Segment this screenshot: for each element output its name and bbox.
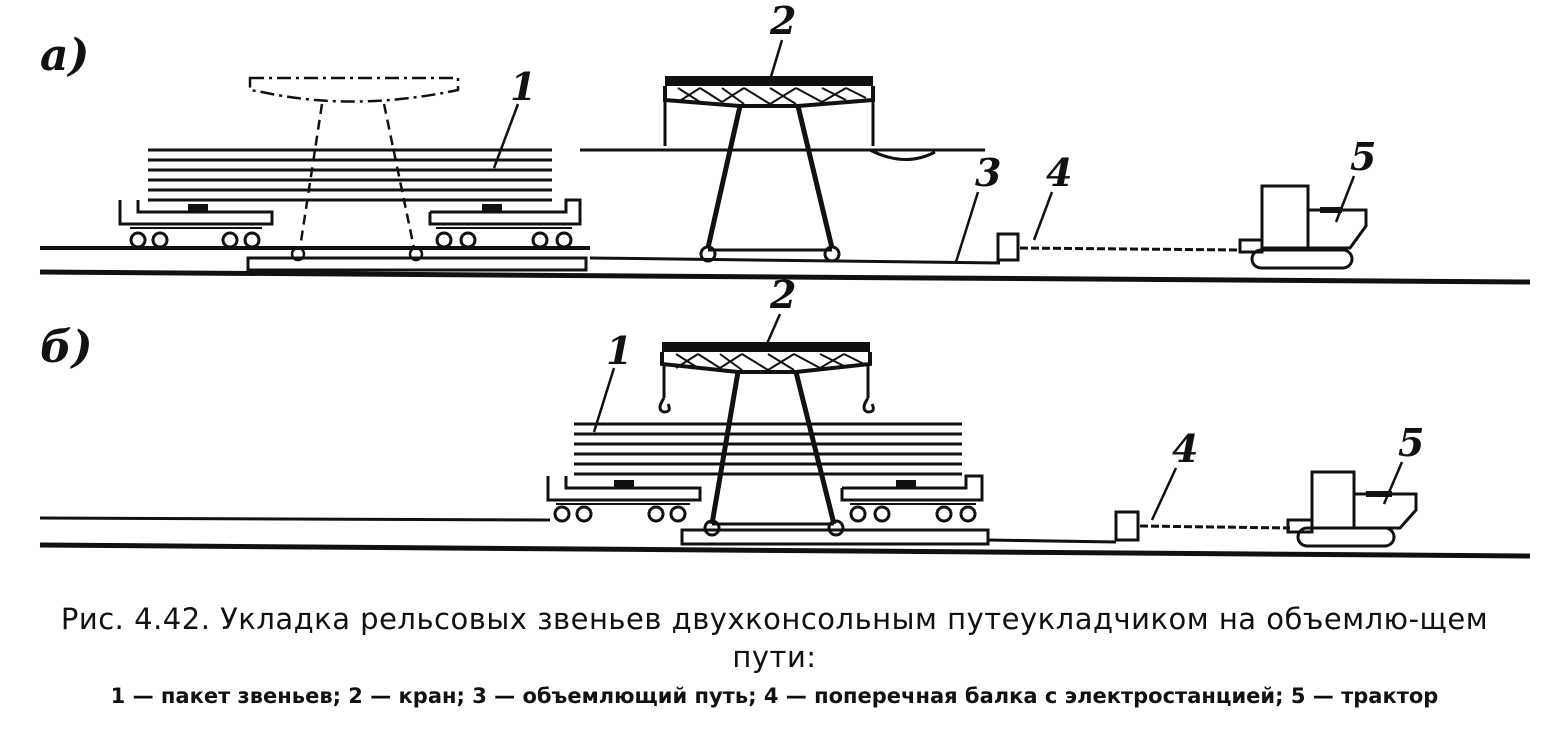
panel-a-cross-beam-power-station — [996, 232, 1241, 262]
callout-2: 2 — [769, 0, 796, 43]
panel-a-tractor — [1238, 184, 1368, 270]
panel-a-label: а) — [40, 30, 89, 81]
callout-5: 5 — [1398, 420, 1424, 465]
panel-b-cross-beam-power-station — [1114, 510, 1291, 542]
panel-a: а) — [39, 0, 1531, 285]
panel-a-right-flat-car — [428, 198, 582, 249]
panel-b-track-base — [680, 522, 1117, 546]
panel-a-callouts: 1 2 3 4 5 — [492, 0, 1376, 263]
callout-3: 3 — [975, 150, 1001, 195]
panel-b-rail-link-package — [574, 422, 962, 476]
panel-b-right-flat-car — [840, 474, 984, 523]
caption-title: Рис. 4.42. Укладка рельсовых звеньев дву… — [60, 602, 1489, 674]
callout-2: 2 — [769, 272, 796, 317]
callout-1: 1 — [606, 328, 632, 373]
panel-a-crane-ghost-outline — [248, 76, 460, 262]
callout-4: 4 — [1046, 150, 1072, 195]
panel-a-rail-link-package — [148, 148, 552, 202]
rail-laying-diagram: а) — [39, 0, 1531, 559]
panel-a-embracing-track-base — [246, 256, 588, 272]
panel-b: б) — [39, 272, 1531, 559]
panel-a-ground — [39, 246, 1531, 285]
panel-a-crane — [580, 76, 985, 263]
callout-4: 4 — [1172, 426, 1198, 471]
panel-b-callouts: 1 2 4 5 — [592, 272, 1424, 521]
panel-a-left-flat-car — [118, 200, 274, 249]
panel-b-tractor — [1286, 470, 1418, 548]
panel-b-left-flat-car — [546, 476, 702, 523]
figure-caption: Рис. 4.42. Укладка рельсовых звеньев дву… — [0, 600, 1549, 711]
caption-legend: 1 — пакет звеньев; 2 — кран; 3 — объемлю… — [110, 684, 1439, 708]
callout-5: 5 — [1350, 134, 1376, 179]
panel-b-label: б) — [40, 322, 93, 373]
callout-1: 1 — [510, 64, 536, 109]
panel-b-ground — [39, 516, 1531, 559]
panel-b-crane — [658, 342, 875, 537]
